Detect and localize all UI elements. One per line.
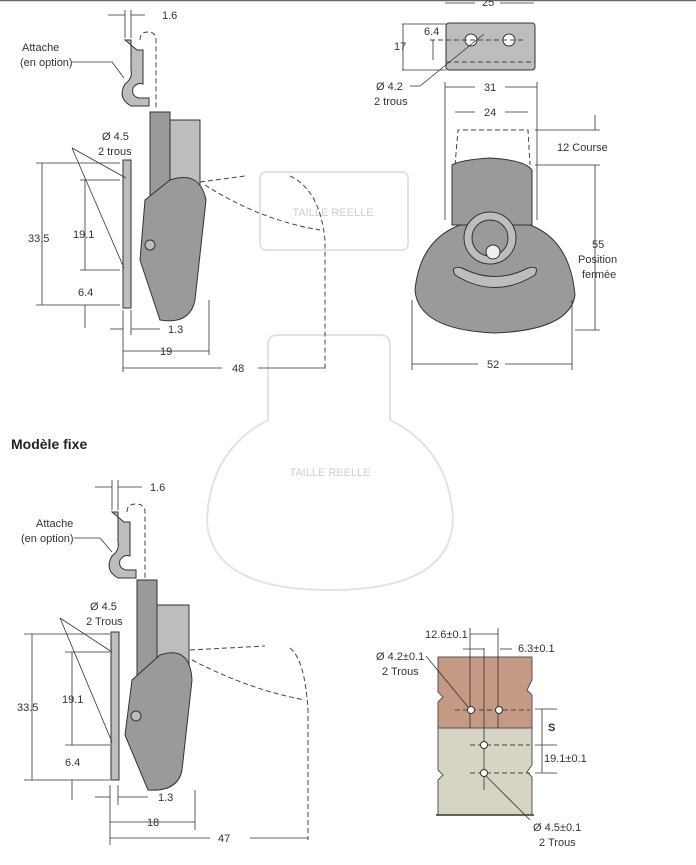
dim-label: 19 (160, 346, 172, 358)
dim-label: 52 (487, 359, 499, 371)
dim-label: 25 (482, 0, 494, 9)
dim-label: 6.3±0.1 (518, 643, 555, 655)
hole-label: Ø 4.2±0.1 (376, 651, 424, 663)
hole-label: 2 trous (98, 146, 132, 158)
dim-label: 55 (592, 239, 604, 251)
hole-label: Ø 4.5 (90, 601, 117, 613)
dim-label: 1.6 (162, 10, 177, 22)
side-view-top: 1.6 Attache (en option) Ø 4.5 2 trous 33… (20, 10, 326, 375)
hole-label: 2 Trous (86, 616, 123, 628)
dim-label: 17 (394, 41, 406, 53)
hole-label: Ø 4.5±0.1 (533, 822, 581, 834)
side-view-bottom: 1.6 Attache (en option) Ø 4.5 2 Trous 33… (17, 480, 309, 845)
attache-label: Attache (36, 518, 73, 530)
dim-label: 12.6±0.1 (425, 629, 468, 641)
mounting-diagram: 12.6±0.1 6.3±0.1 Ø 4.2±0.1 2 Trous S 19.… (376, 628, 587, 849)
dim-label: 18 (147, 817, 159, 829)
watermark-outline-top: TAILLE REELLE (259, 171, 409, 251)
attache-label: (en option) (21, 533, 74, 545)
dim-label: 24 (484, 107, 496, 119)
attache-label: (en option) (20, 57, 73, 69)
dim-label: 1.6 (150, 482, 165, 494)
watermark-outline-bottom: TAILLE REELLE (205, 334, 455, 592)
dim-label: 48 (232, 363, 244, 375)
dim-label: 19.1±0.1 (544, 753, 587, 765)
course-label: 12 Course (557, 142, 608, 154)
dim-label: 19.1 (73, 229, 94, 241)
dim-label: 6.4 (65, 757, 80, 769)
section-title-modele-fixe: Modèle fixe (11, 436, 88, 452)
watermark-text: TAILLE REELLE (289, 467, 370, 479)
hole-label: Ø 4.5 (102, 131, 129, 143)
hole-label: 2 Trous (539, 837, 576, 849)
hole-label: Ø 4.2 (376, 81, 403, 93)
dim-label: 19.1 (62, 694, 83, 706)
dim-label: 33.5 (28, 233, 49, 245)
hole-label: 2 trous (374, 96, 408, 108)
dim-label: S (548, 722, 555, 734)
dim-label: 6.4 (424, 26, 439, 38)
front-view-top: 25 17 6.4 Ø 4.2 2 trous 31 24 12 Course … (374, 0, 617, 371)
dim-label: 6.4 (78, 287, 93, 299)
dim-label: 1.3 (158, 792, 173, 804)
dim-label: 33.5 (17, 702, 38, 714)
dim-label: 47 (218, 833, 230, 845)
attache-label: Attache (22, 42, 59, 54)
dim-label: 31 (484, 82, 496, 94)
closed-label: fermée (582, 269, 616, 281)
hole-label: 2 Trous (382, 666, 419, 678)
watermark-text: TAILLE REELLE (292, 207, 373, 219)
dim-label: 1.3 (168, 324, 183, 336)
closed-label: Position (578, 254, 617, 266)
